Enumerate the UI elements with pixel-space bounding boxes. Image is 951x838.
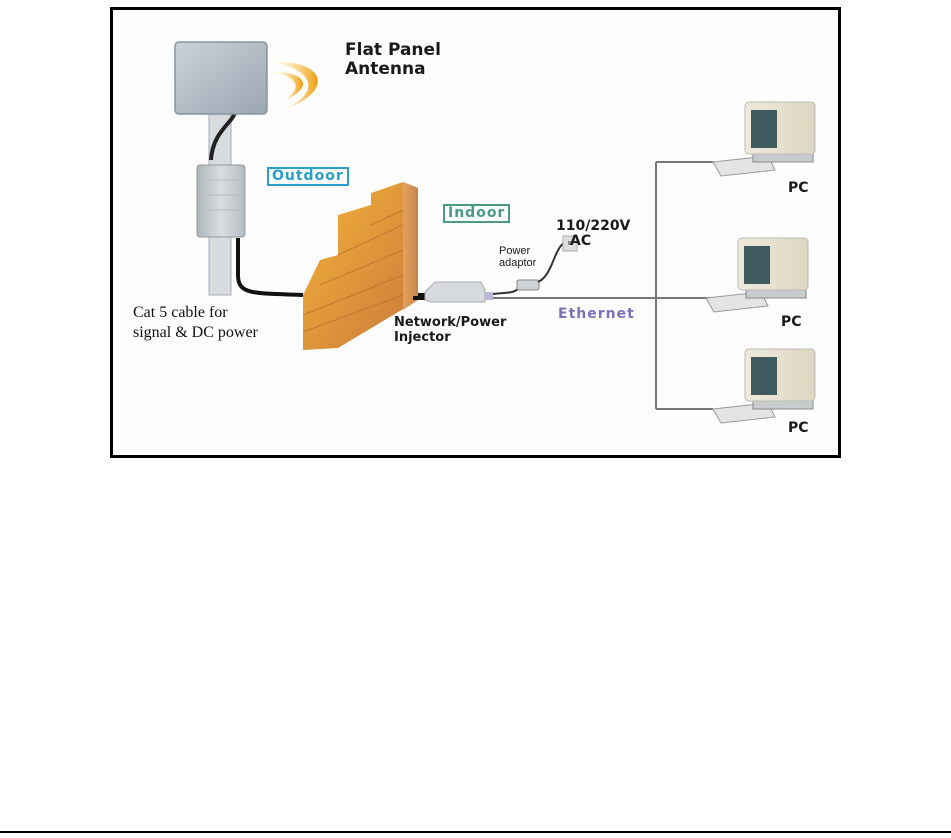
pc-label: PC: [788, 180, 809, 196]
ac-label-line2: AC: [570, 233, 592, 249]
pc-label: PC: [781, 314, 802, 330]
power-adaptor-label-line1: Power: [499, 245, 531, 257]
pc-icon: [712, 101, 816, 177]
power-adaptor-label-line2: adaptor: [499, 257, 537, 269]
antenna-label-line1: Flat Panel: [345, 40, 441, 60]
antenna-label-line2: Antenna: [345, 59, 426, 79]
injector-label-line1: Network/Power: [394, 315, 507, 330]
network-power-injector: [413, 281, 493, 303]
brick-wall: [302, 182, 425, 350]
pc-icon: [705, 237, 809, 313]
diagram-frame: Flat Panel Antenna Outdoor Indoor Cat 5 …: [110, 7, 841, 458]
ac-outlet-icon: [562, 235, 578, 252]
power-adaptor: [492, 241, 566, 295]
network-diagram: [174, 41, 816, 424]
cable-label-line2: signal & DC power: [133, 324, 258, 341]
ethernet-cables: [483, 161, 713, 410]
page-bottom-rule: [0, 831, 951, 833]
injector-label: Network/Power Injector: [394, 315, 506, 345]
pc-icon: [712, 348, 816, 424]
cable-label: Cat 5 cable for signal & DC power: [133, 303, 258, 343]
signal-waves-icon: [273, 61, 318, 110]
outdoor-unit: [196, 164, 304, 297]
outdoor-label: Outdoor: [267, 167, 349, 186]
cable-label-line1: Cat 5 cable for: [133, 304, 228, 321]
indoor-label: Indoor: [443, 204, 511, 223]
antenna-label: Flat Panel Antenna: [345, 41, 441, 79]
pc-label: PC: [788, 420, 809, 436]
injector-label-line2: Injector: [394, 330, 451, 345]
power-adaptor-label: Power adaptor: [499, 245, 536, 269]
ac-label-line1: 110/220V: [556, 218, 631, 234]
ac-label: 110/220V AC: [556, 219, 630, 249]
ethernet-label: Ethernet: [558, 306, 635, 322]
